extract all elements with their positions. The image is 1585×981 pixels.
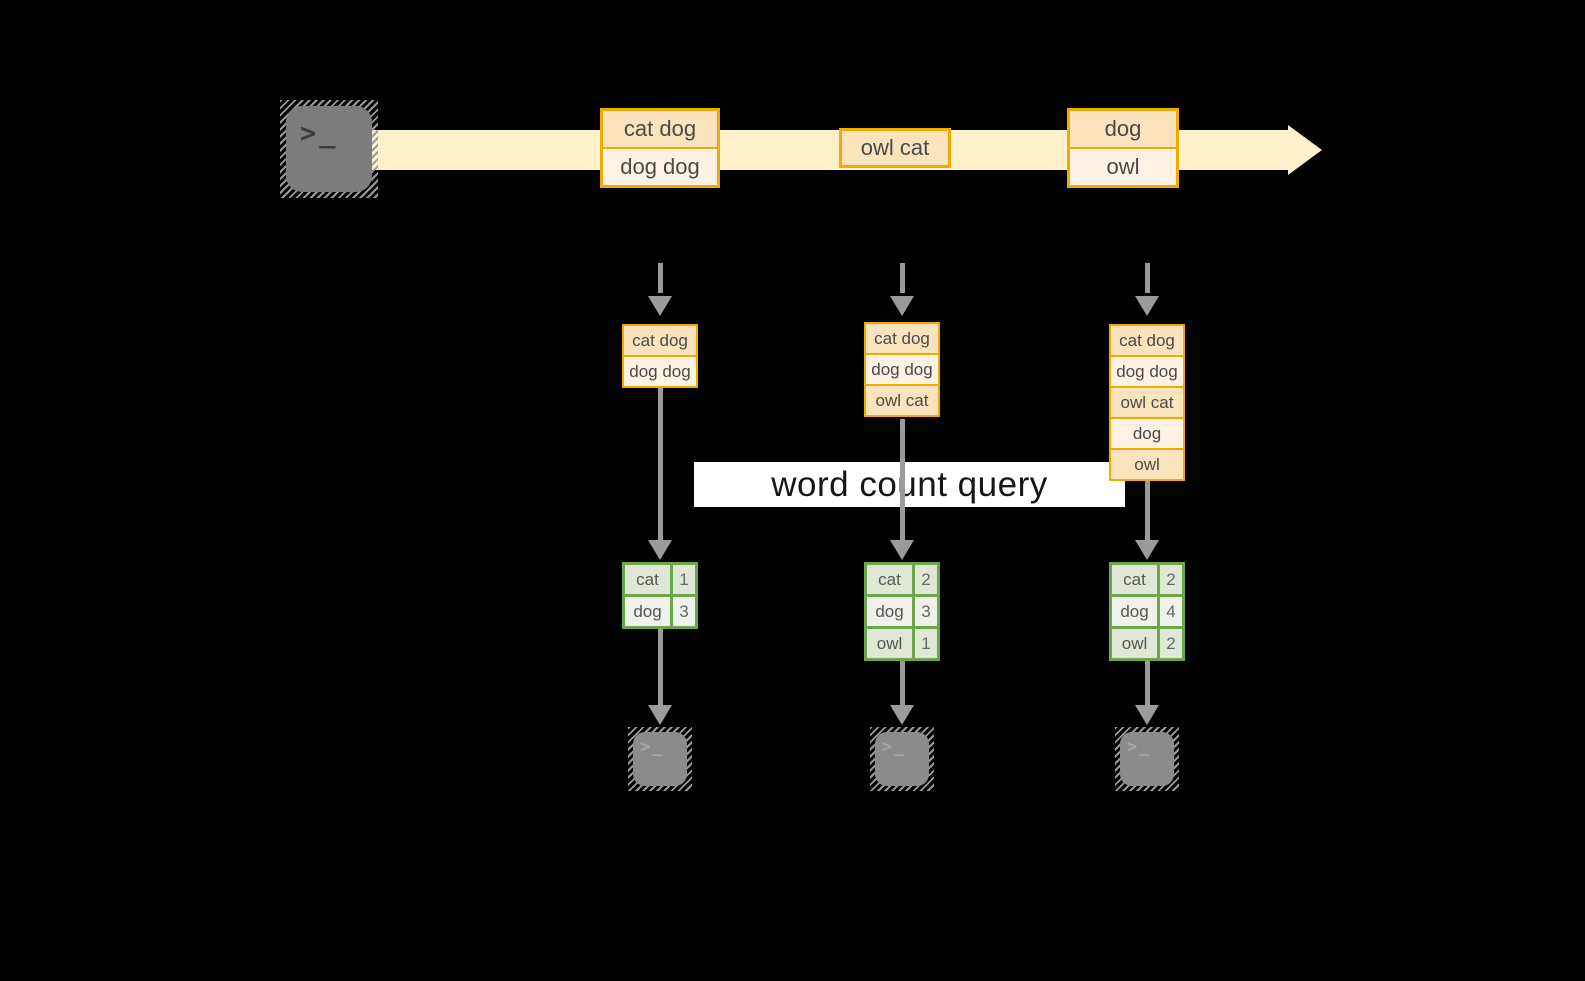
terminal-screen — [286, 106, 372, 192]
arrowhead-icon — [890, 705, 914, 725]
connector-line — [1145, 661, 1150, 705]
count-cell: 2 — [1157, 565, 1182, 594]
table-row: cat 2 — [867, 565, 937, 594]
word-cell: cat — [867, 565, 912, 594]
count-cell: 3 — [670, 597, 695, 626]
table-row: owl 1 — [867, 626, 937, 658]
stack-row: cat dog — [866, 324, 938, 353]
stack-row: dog dog — [866, 353, 938, 384]
stream-record: owl cat — [842, 131, 948, 165]
stack-row: owl cat — [1111, 386, 1183, 417]
stack-row: dog dog — [624, 355, 696, 386]
stack-row: owl — [1111, 448, 1183, 479]
word-cell: dog — [867, 597, 912, 626]
terminal-prompt-icon: >_ — [300, 118, 339, 149]
count-table-1: cat 1 dog 3 — [622, 562, 698, 629]
word-cell: dog — [1112, 597, 1157, 626]
dashed-arrow — [900, 263, 905, 293]
word-cell: owl — [1112, 629, 1157, 658]
terminal-screen — [1120, 732, 1174, 786]
input-stack-2: cat dog dog dog owl cat — [864, 322, 940, 417]
arrowhead-icon — [1135, 540, 1159, 560]
stream-record: cat dog — [603, 111, 717, 147]
stack-row: dog — [1111, 417, 1183, 448]
count-cell: 4 — [1157, 597, 1182, 626]
stack-row: cat dog — [1111, 326, 1183, 355]
word-cell: owl — [867, 629, 912, 658]
arrowhead-icon — [1135, 705, 1159, 725]
stream-record: dog dog — [603, 147, 717, 185]
stream-record-box-1: cat dog dog dog — [600, 108, 720, 188]
stack-row: cat dog — [624, 326, 696, 355]
stack-row: dog dog — [1111, 355, 1183, 386]
stream-record: dog — [1070, 111, 1176, 147]
terminal-prompt-icon: >_ — [882, 737, 907, 757]
output-terminal-icon-1: >_ — [628, 727, 692, 791]
arrowhead-icon — [648, 705, 672, 725]
table-row: dog 4 — [1112, 594, 1182, 626]
output-terminal-icon-3: >_ — [1115, 727, 1179, 791]
input-stack-3: cat dog dog dog owl cat dog owl — [1109, 324, 1185, 481]
table-row: cat 2 — [1112, 565, 1182, 594]
connector-line — [900, 661, 905, 705]
count-cell: 3 — [912, 597, 937, 626]
connector-line — [658, 388, 663, 540]
stream-record-box-3: dog owl — [1067, 108, 1179, 188]
output-terminal-icon-2: >_ — [870, 727, 934, 791]
dashed-arrow — [658, 263, 663, 293]
connector-line — [1145, 481, 1150, 540]
word-cell: cat — [1112, 565, 1157, 594]
connector-line — [658, 629, 663, 705]
word-cell: cat — [625, 565, 670, 594]
connector-line — [900, 419, 905, 540]
stream-record: owl — [1070, 147, 1176, 185]
stream-record-box-2: owl cat — [839, 128, 951, 168]
dashed-arrow — [1145, 263, 1150, 293]
count-cell: 2 — [912, 565, 937, 594]
arrowhead-icon — [648, 296, 672, 316]
arrowhead-icon — [648, 540, 672, 560]
word-count-query-label: word count query — [694, 462, 1125, 507]
terminal-prompt-icon: >_ — [640, 737, 665, 757]
count-cell: 1 — [670, 565, 695, 594]
arrowhead-icon — [890, 540, 914, 560]
input-stack-1: cat dog dog dog — [622, 324, 698, 388]
source-terminal-icon: >_ — [280, 100, 378, 198]
terminal-screen — [875, 732, 929, 786]
table-row: dog 3 — [867, 594, 937, 626]
word-cell: dog — [625, 597, 670, 626]
table-row: owl 2 — [1112, 626, 1182, 658]
arrowhead-icon — [1135, 296, 1159, 316]
stream-arrowhead-icon — [1288, 125, 1322, 175]
count-cell: 2 — [1157, 629, 1182, 658]
stack-row: owl cat — [866, 384, 938, 415]
terminal-screen — [633, 732, 687, 786]
table-row: cat 1 — [625, 565, 695, 594]
count-table-3: cat 2 dog 4 owl 2 — [1109, 562, 1185, 661]
terminal-prompt-icon: >_ — [1127, 737, 1152, 757]
table-row: dog 3 — [625, 594, 695, 626]
count-cell: 1 — [912, 629, 937, 658]
arrowhead-icon — [890, 296, 914, 316]
count-table-2: cat 2 dog 3 owl 1 — [864, 562, 940, 661]
